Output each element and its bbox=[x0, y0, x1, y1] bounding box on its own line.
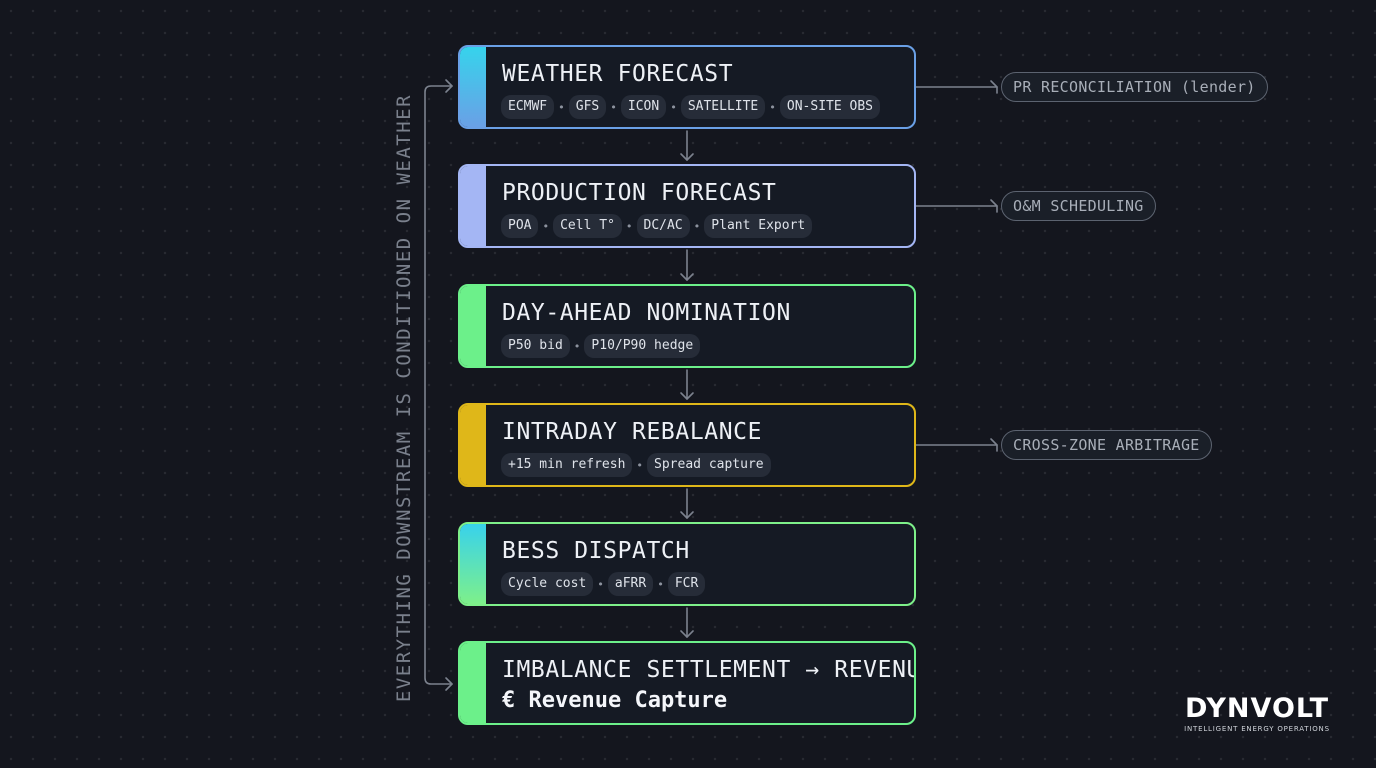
chip-separator-icon: • bbox=[636, 458, 644, 472]
chip-separator-icon: • bbox=[597, 577, 604, 591]
chip-separator-icon: • bbox=[610, 100, 617, 114]
arrowhead-icon bbox=[990, 438, 998, 452]
chip-row: POA•Cell T°•DC/AC•Plant Export bbox=[501, 214, 813, 238]
chip-separator-icon: • bbox=[558, 100, 565, 114]
stage-chip: Plant Export bbox=[704, 214, 813, 238]
stage-chip: P50 bid bbox=[501, 334, 570, 358]
stage-chip: ICON bbox=[620, 95, 667, 119]
chip-row: ECMWF•GFS•ICON•SATELLITE•ON-SITE OBS bbox=[501, 95, 880, 119]
arrowhead-icon bbox=[990, 80, 998, 94]
stage-title: BESS DISPATCH bbox=[502, 538, 690, 564]
logo-tagline: INTELLIGENT ENERGY OPERATIONS bbox=[1184, 725, 1330, 733]
stage-chip: ON-SITE OBS bbox=[779, 95, 880, 119]
stage-accent-bar bbox=[460, 166, 486, 246]
stage-accent-bar bbox=[460, 47, 486, 127]
brand-logo: DYNVOLT INTELLIGENT ENERGY OPERATIONS bbox=[1178, 693, 1336, 734]
stage-chip: Cell T° bbox=[553, 214, 622, 238]
side-output-pill: PR RECONCILIATION (lender) bbox=[1001, 72, 1268, 102]
stage-chip: aFRR bbox=[607, 572, 654, 596]
arrowhead-icon bbox=[990, 199, 998, 213]
stage-accent-bar bbox=[460, 405, 486, 485]
stage-title: PRODUCTION FORECAST bbox=[502, 180, 777, 206]
stage-chip: Cycle cost bbox=[501, 572, 594, 596]
chip-separator-icon: • bbox=[573, 339, 581, 353]
stage-card: INTRADAY REBALANCE +15 min refresh•Spread… bbox=[458, 403, 916, 487]
arrowhead-icon bbox=[445, 79, 453, 93]
stage-accent-bar bbox=[460, 286, 486, 366]
stage-title: DAY-AHEAD NOMINATION bbox=[502, 300, 791, 326]
chip-row: Cycle cost•aFRR•FCR bbox=[501, 572, 706, 596]
stage-title: INTRADAY REBALANCE bbox=[502, 419, 763, 445]
stage-chip: POA bbox=[501, 214, 539, 238]
chip-separator-icon: • bbox=[625, 219, 633, 233]
stage-card: IMBALANCE SETTLEMENT → REVENUE € Revenue … bbox=[458, 641, 916, 725]
stage-chip: +15 min refresh bbox=[501, 453, 633, 477]
arrowhead-icon bbox=[680, 630, 694, 638]
side-output-pill: CROSS-ZONE ARBITRAGE bbox=[1001, 430, 1212, 460]
arrowhead-icon bbox=[680, 511, 694, 519]
chip-separator-icon: • bbox=[769, 100, 776, 114]
arrowhead-icon bbox=[680, 273, 694, 281]
stage-subtitle: € Revenue Capture bbox=[502, 688, 728, 713]
chip-separator-icon: • bbox=[542, 219, 550, 233]
conditioning-bracket bbox=[424, 85, 453, 685]
stage-chip: Spread capture bbox=[647, 453, 771, 477]
chip-separator-icon: • bbox=[670, 100, 677, 114]
arrowhead-icon bbox=[680, 153, 694, 161]
conditioning-label: EVERYTHING DOWNSTREAM IS CONDITIONED ON … bbox=[393, 93, 415, 703]
side-output-pill: O&M SCHEDULING bbox=[1001, 191, 1156, 221]
stage-chip: GFS bbox=[568, 95, 607, 119]
arrowhead-icon bbox=[680, 392, 694, 400]
chip-row: P50 bid•P10/P90 hedge bbox=[501, 334, 701, 358]
arrowhead-icon bbox=[445, 677, 453, 691]
stage-chip: P10/P90 hedge bbox=[584, 334, 701, 358]
chip-separator-icon: • bbox=[657, 577, 664, 591]
stage-title: IMBALANCE SETTLEMENT → REVENUE bbox=[502, 657, 916, 683]
stage-card: DAY-AHEAD NOMINATION P50 bid•P10/P90 hedg… bbox=[458, 284, 916, 368]
stage-chip: DC/AC bbox=[636, 214, 690, 238]
chip-separator-icon: • bbox=[693, 219, 701, 233]
chip-row: +15 min refresh•Spread capture bbox=[501, 453, 771, 477]
stage-title: WEATHER FORECAST bbox=[502, 61, 734, 87]
stage-accent-bar bbox=[460, 643, 486, 723]
stage-chip: FCR bbox=[667, 572, 706, 596]
stage-chip: SATELLITE bbox=[680, 95, 766, 119]
logo-wordmark: DYNVOLT bbox=[1184, 693, 1330, 724]
stage-accent-bar bbox=[460, 524, 486, 604]
stage-chip: ECMWF bbox=[501, 95, 555, 119]
